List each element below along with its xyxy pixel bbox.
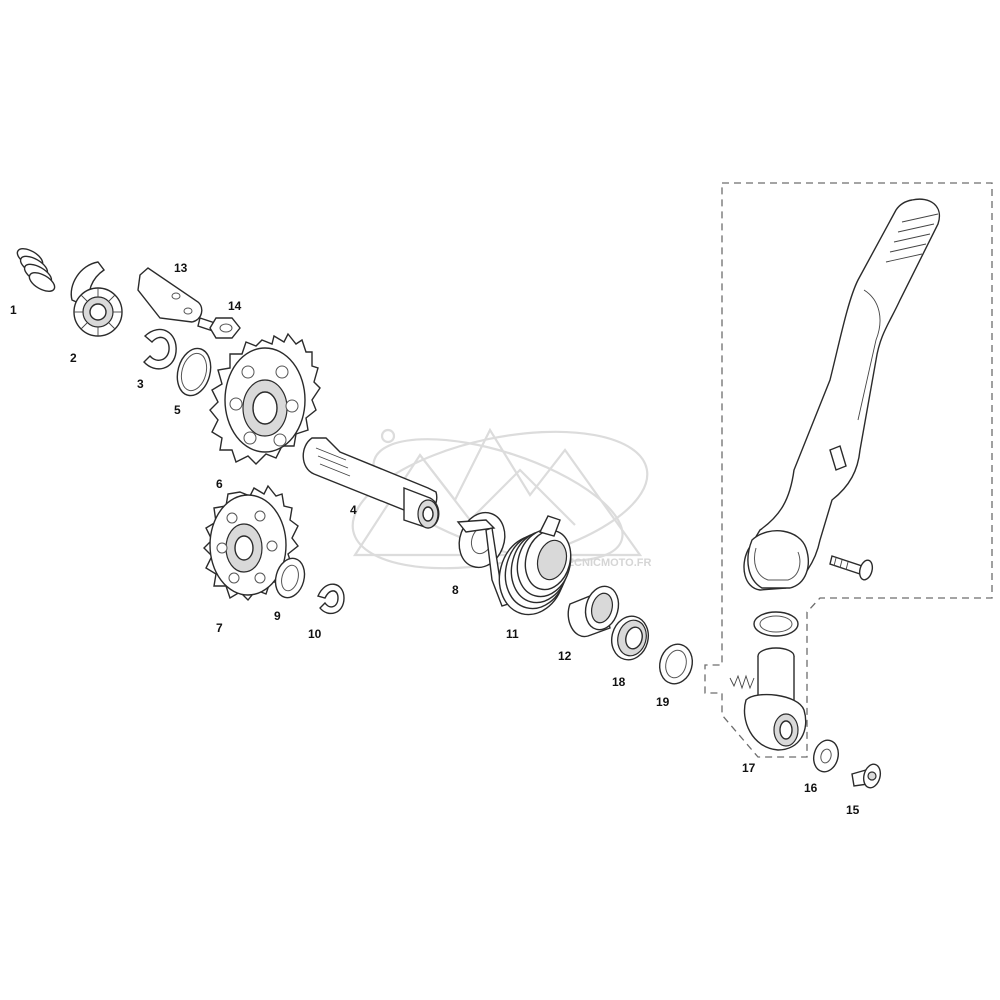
callout-4: 4 <box>350 503 357 517</box>
callout-7: 7 <box>216 621 223 635</box>
lever-screw <box>829 555 874 581</box>
part-5-washer <box>176 347 212 397</box>
part-8-spring-washer <box>456 511 509 607</box>
callout-14: 14 <box>228 299 242 313</box>
callout-2: 2 <box>70 351 77 365</box>
part-17-lever-hub <box>743 647 807 751</box>
part-2-ratchet-gear <box>70 261 123 337</box>
lever-o-ring <box>753 611 799 637</box>
callout-1: 1 <box>10 303 17 317</box>
callout-17: 17 <box>742 761 756 775</box>
callout-16: 16 <box>804 781 818 795</box>
callout-19: 19 <box>656 695 670 709</box>
callout-13: 13 <box>174 261 188 275</box>
callout-8: 8 <box>452 583 459 597</box>
part-4-kickstart-shaft <box>302 437 440 529</box>
part-3-circlip <box>143 328 177 370</box>
callout-10: 10 <box>308 627 322 641</box>
part-16-washer <box>812 739 840 773</box>
part-15-bolt <box>851 763 882 789</box>
part-19-washer <box>659 643 693 685</box>
callout-18: 18 <box>612 675 626 689</box>
detent-spring <box>729 674 755 690</box>
callout-9: 9 <box>274 609 281 623</box>
callout-6: 6 <box>216 477 223 491</box>
part-13-guide-plate <box>137 267 203 323</box>
kickstart-lever-arm <box>743 198 941 591</box>
callout-12: 12 <box>558 649 572 663</box>
part-11-kickstart-spring <box>498 515 572 616</box>
callout-5: 5 <box>174 403 181 417</box>
part-6-idler-gear <box>209 332 321 465</box>
callout-15: 15 <box>846 803 860 817</box>
part-9-washer <box>274 557 306 599</box>
callout-11: 11 <box>506 627 519 641</box>
callout-3: 3 <box>137 377 144 391</box>
lever-group-dashed-outline <box>704 182 993 758</box>
callout-labels: 1 2 3 4 5 6 7 8 9 10 11 12 13 14 15 16 1… <box>10 261 860 817</box>
part-1-spring <box>16 248 56 292</box>
part-12-bushing <box>567 585 620 638</box>
part-14-bolt <box>197 317 241 339</box>
part-7-gear <box>203 484 299 602</box>
part-10-circlip <box>317 583 345 615</box>
watermark-text: TECNICMOTO.FR <box>560 557 652 569</box>
part-18-seal <box>611 615 649 661</box>
